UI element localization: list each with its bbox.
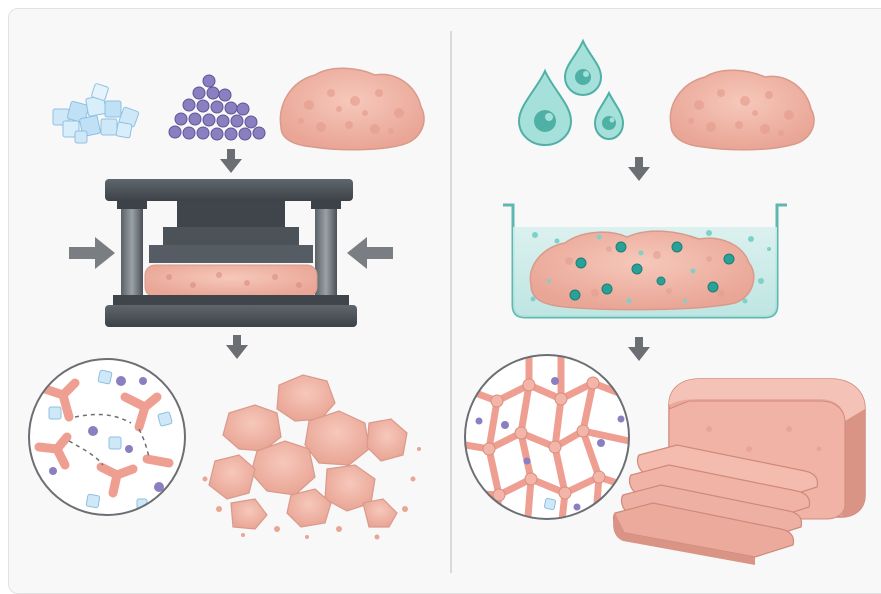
arrow-right-icon bbox=[69, 237, 115, 269]
arrow-left-icon bbox=[347, 237, 393, 269]
salt-crystals-icon bbox=[53, 83, 139, 143]
loose-protein-network-icon bbox=[29, 359, 185, 515]
phosphate-beads-icon bbox=[169, 75, 265, 140]
arrow-down-icon bbox=[628, 157, 650, 181]
minced-meat-icon bbox=[280, 68, 424, 150]
arrow-down-icon bbox=[226, 335, 248, 359]
arrow-down-icon bbox=[220, 149, 242, 173]
sliced-meat-block-icon bbox=[613, 379, 865, 565]
crosslinked-network-icon bbox=[465, 349, 629, 529]
minced-meat-icon bbox=[670, 70, 814, 150]
crumbly-meat-icon bbox=[203, 375, 422, 540]
water-bath-icon bbox=[503, 205, 787, 317]
diagram-canvas bbox=[9, 9, 881, 593]
press-icon bbox=[105, 179, 357, 327]
enzyme-droplets-icon bbox=[519, 41, 623, 145]
arrow-down-icon bbox=[628, 337, 650, 361]
figure-card bbox=[8, 8, 881, 594]
